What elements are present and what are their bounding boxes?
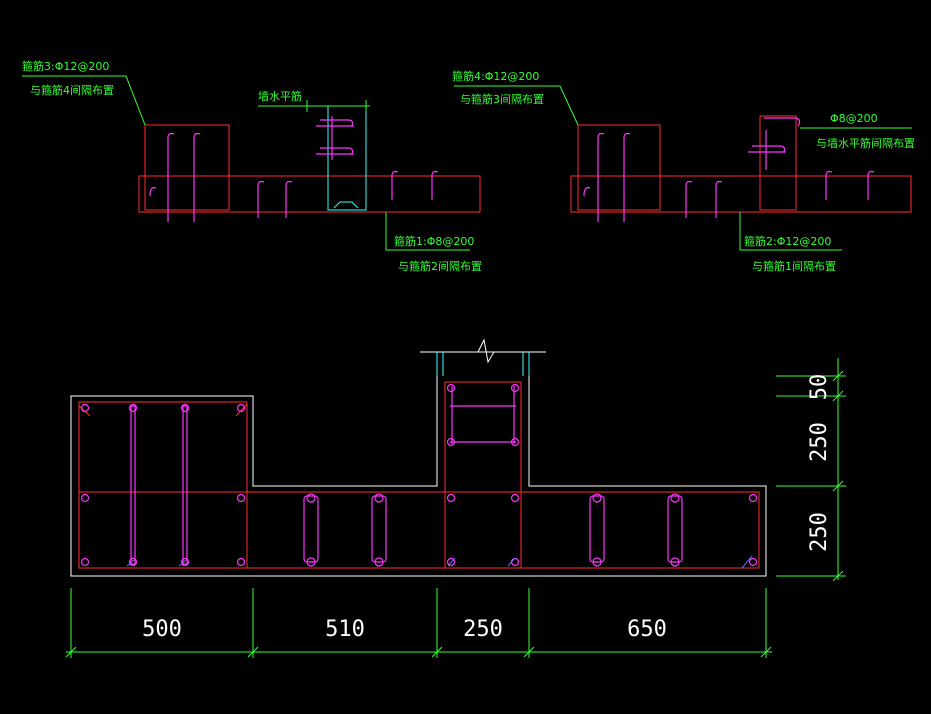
dim-650: 650 bbox=[627, 617, 667, 642]
stirrup4-spec: 箍筋4:Φ12@200 bbox=[452, 69, 539, 83]
right-beam-outline bbox=[570, 175, 912, 213]
dim-v-250-top: 250 bbox=[807, 422, 832, 462]
right-flange-outline bbox=[577, 124, 661, 211]
section-ties-magenta bbox=[130, 386, 683, 565]
left-flange-outline bbox=[144, 124, 230, 211]
cross-section bbox=[70, 338, 767, 577]
break-line bbox=[420, 338, 546, 364]
wall-edge-lines bbox=[436, 352, 530, 376]
dim-v-50: 50 bbox=[807, 374, 832, 401]
dim-250: 250 bbox=[463, 617, 503, 642]
right-stirrup-marks bbox=[583, 117, 875, 222]
right-wall-outline bbox=[759, 115, 797, 211]
phi8-spec: Φ8@200 bbox=[830, 112, 878, 125]
wall-horizontal-label: 墙水平筋 bbox=[258, 89, 302, 103]
detail-right: 箍筋4:Φ12@200 与箍筋3间隔布置 Φ8@200 与墙水平筋间隔布置 箍筋… bbox=[452, 69, 915, 273]
stirrup1-spec: 箍筋1:Φ8@200 bbox=[394, 234, 474, 248]
left-beam-outline bbox=[138, 175, 481, 213]
stirrup3-spec: 箍筋3:Φ12@200 bbox=[22, 59, 109, 73]
section-rebars bbox=[80, 383, 758, 567]
wall-section-outline bbox=[327, 105, 367, 211]
section-tie-ticks bbox=[126, 555, 753, 569]
stirrup1-note: 与箍筋2间隔布置 bbox=[398, 259, 482, 273]
dim-510: 510 bbox=[325, 617, 365, 642]
stirrup3-note: 与箍筋4间隔布置 bbox=[30, 83, 114, 97]
left-leaders bbox=[22, 75, 470, 251]
dim-v-250-bottom: 250 bbox=[807, 512, 832, 552]
stirrup2-note: 与箍筋1间隔布置 bbox=[752, 259, 836, 273]
horizontal-dimensions: 500 510 250 650 bbox=[65, 588, 772, 658]
phi8-note: 与墙水平筋间隔布置 bbox=[816, 136, 915, 150]
vertical-dimensions: 50 250 250 bbox=[776, 358, 846, 582]
left-stirrup-marks bbox=[149, 116, 439, 222]
detail-left: 箍筋3:Φ12@200 与箍筋4间隔布置 墙水平筋 箍筋1:Φ8@200 与箍筋… bbox=[22, 59, 482, 273]
stirrup4-note: 与箍筋3间隔布置 bbox=[460, 92, 544, 106]
wall-stirrup-hook bbox=[333, 201, 359, 209]
section-stirrups-red bbox=[78, 381, 760, 569]
section-outline bbox=[70, 351, 767, 577]
dim-500: 500 bbox=[142, 617, 182, 642]
stirrup2-spec: 箍筋2:Φ12@200 bbox=[744, 234, 831, 248]
right-leaders bbox=[454, 85, 912, 251]
